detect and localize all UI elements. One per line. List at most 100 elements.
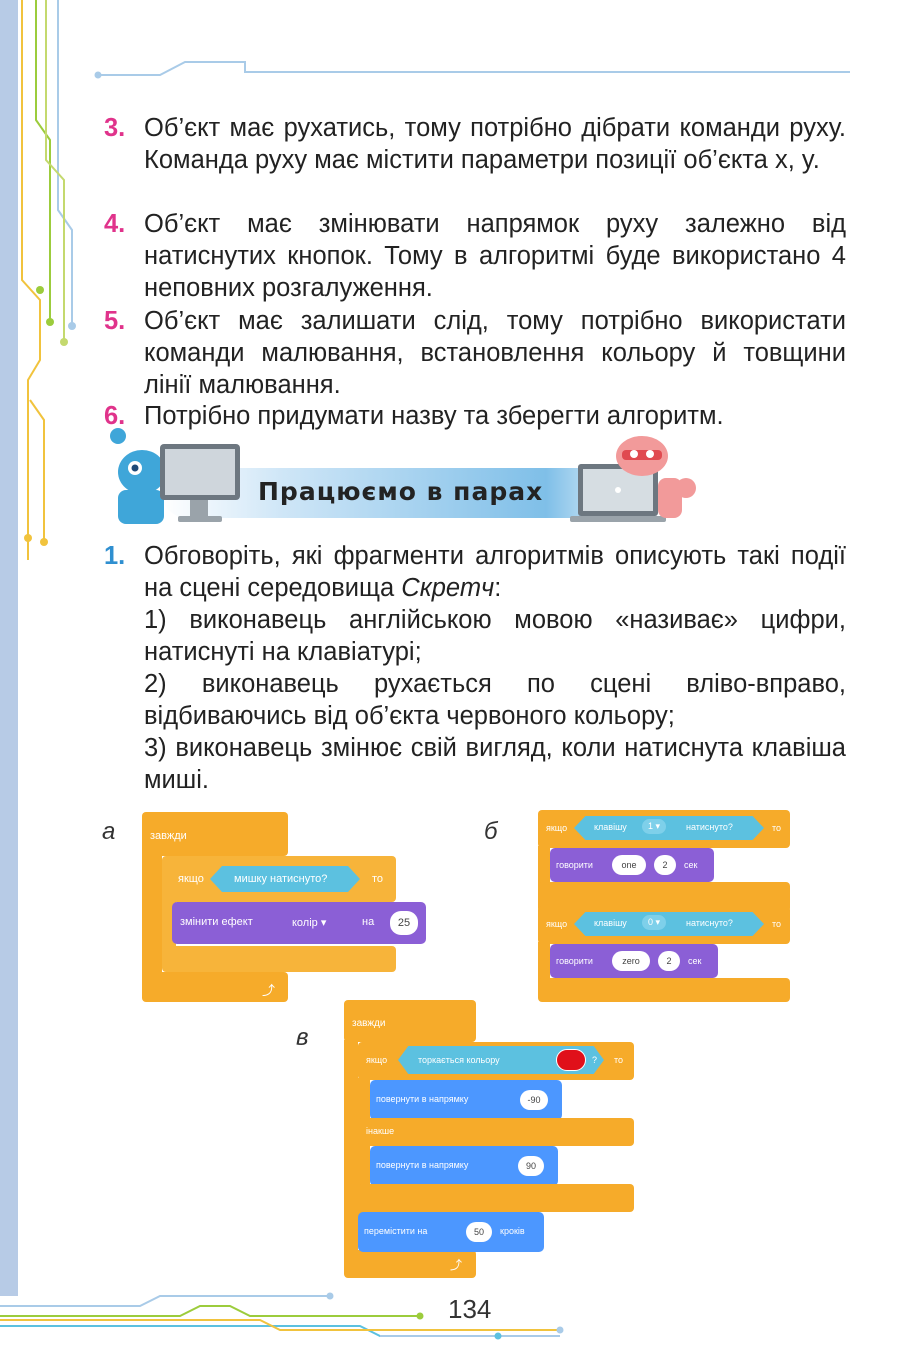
key-pressed-condition: клавішу 1 ▾ натиснуто? bbox=[574, 816, 764, 840]
question-mark: ? bbox=[592, 1055, 598, 1065]
if-label: якщо bbox=[546, 919, 568, 929]
script-label-b: б bbox=[484, 818, 498, 845]
task-6: 6. Потрібно придумати назву та зберегти … bbox=[104, 400, 846, 432]
else-block: інакше bbox=[358, 1118, 634, 1146]
say-secs: 2 bbox=[658, 951, 680, 971]
task-number: 5. bbox=[104, 307, 126, 335]
pair-work-banner bbox=[110, 428, 696, 524]
say-secs: 2 bbox=[654, 855, 676, 875]
say-block-2: говорити zero 2 сек bbox=[550, 944, 718, 978]
change-effect-block: змінити ефект колір ▾ на 25 bbox=[172, 902, 426, 944]
if-key-block-1: якщо клавішу 1 ▾ натиснуто? то bbox=[538, 810, 790, 848]
task-4: 4. Об’єкт має змінювати напрямок руху за… bbox=[104, 208, 846, 304]
turn-label: повернути в напрямку bbox=[376, 1160, 469, 1170]
key-label: клавішу bbox=[594, 918, 627, 928]
sub-item-2: 2) виконавець рухається по сцені вліво-в… bbox=[144, 670, 846, 730]
sub-item-3: 3) виконавець змінює свій вигляд, коли н… bbox=[144, 734, 846, 794]
effect-dropdown: колір ▾ bbox=[292, 917, 327, 929]
if-bottom-2 bbox=[538, 978, 790, 1002]
if-else-side bbox=[358, 1078, 370, 1218]
if-label: якщо bbox=[546, 823, 568, 833]
intro-italic: Скретч bbox=[401, 574, 495, 602]
by-label: на bbox=[362, 916, 375, 928]
forever-side bbox=[142, 850, 162, 990]
forever-side bbox=[344, 1040, 358, 1260]
change-effect-label: змінити ефект bbox=[180, 916, 253, 928]
task-number: 1. bbox=[104, 542, 126, 570]
sub-item-1: 1) виконавець англійською мовою «називає… bbox=[144, 606, 846, 666]
steps-label: кроків bbox=[500, 1226, 525, 1236]
page-number: 134 bbox=[448, 1294, 492, 1324]
pressed-label: натиснуто? bbox=[686, 918, 733, 928]
if-bottom bbox=[162, 946, 396, 972]
key-dropdown: 0 ▾ bbox=[642, 915, 667, 930]
if-label: якщо bbox=[366, 1055, 388, 1065]
intro-colon: : bbox=[494, 574, 502, 602]
key-label: клавішу bbox=[594, 822, 627, 832]
if-side-2 bbox=[538, 942, 550, 982]
move-value: 50 bbox=[466, 1222, 492, 1242]
task-number: 3. bbox=[104, 114, 126, 142]
then-label: то bbox=[372, 873, 384, 885]
if-block: якщо мишку натиснуто? то bbox=[162, 856, 396, 902]
if-else-block: якщо торкається кольору ? то bbox=[358, 1042, 634, 1080]
forever-bottom: ⤴ bbox=[142, 972, 288, 1002]
color-swatch bbox=[556, 1049, 586, 1071]
say-label: говорити bbox=[556, 956, 593, 966]
intro-text: Обговоріть, які фрагменти алгоритмів опи… bbox=[144, 542, 846, 602]
task-text: Об’єкт має змінювати напрямок руху залеж… bbox=[144, 210, 846, 302]
touch-label: торкається кольору bbox=[418, 1055, 500, 1065]
loop-arrow-icon: ⤴ bbox=[262, 983, 276, 998]
move-label: перемістити на bbox=[364, 1226, 428, 1236]
turn-block-2: повернути в напрямку 90 bbox=[370, 1146, 558, 1186]
turn-label: повернути в напрямку bbox=[376, 1094, 469, 1104]
banner-title: Працюємо в парах bbox=[258, 477, 544, 506]
say-block-1: говорити one 2 сек bbox=[550, 848, 714, 882]
forever-block: завжди bbox=[344, 1000, 476, 1042]
loop-arrow-icon: ⤴ bbox=[450, 1258, 463, 1272]
condition-label: мишку натиснуто? bbox=[234, 873, 328, 885]
pair-task-1: 1. Обговоріть, які фрагменти алгоритмів … bbox=[104, 540, 846, 796]
left-margin-bar bbox=[0, 0, 18, 1296]
if-label: якщо bbox=[178, 873, 204, 885]
say-word: zero bbox=[612, 951, 650, 971]
if-else-bottom bbox=[358, 1184, 634, 1212]
sec-label: сек bbox=[688, 956, 702, 966]
then-label: то bbox=[772, 919, 782, 929]
say-word: one bbox=[612, 855, 646, 875]
mouse-down-condition: мишку натиснуто? bbox=[210, 866, 360, 892]
move-block: перемістити на 50 кроків bbox=[358, 1212, 544, 1252]
say-label: говорити bbox=[556, 860, 593, 870]
task-5: 5. Об’єкт має залишати слід, тому потріб… bbox=[104, 305, 846, 401]
if-key-block-2: якщо клавішу 0 ▾ натиснуто? то bbox=[538, 906, 790, 944]
turn-value: 90 bbox=[518, 1156, 544, 1176]
sec-label: сек bbox=[684, 860, 698, 870]
script-label-a: а bbox=[102, 818, 116, 845]
forever-label: завжди bbox=[352, 1018, 386, 1029]
laptop-icon bbox=[570, 464, 666, 522]
forever-block: завжди bbox=[142, 812, 288, 856]
key-dropdown: 1 ▾ bbox=[642, 819, 667, 834]
forever-label: завжди bbox=[150, 830, 187, 842]
task-number: 6. bbox=[104, 402, 126, 430]
key-pressed-condition: клавішу 0 ▾ натиснуто? bbox=[574, 912, 764, 936]
task-text: Потрібно придумати назву та зберегти алг… bbox=[144, 402, 724, 430]
turn-value: -90 bbox=[520, 1090, 548, 1110]
touching-color-condition: торкається кольору ? bbox=[398, 1046, 604, 1074]
monitor-icon bbox=[160, 444, 240, 522]
pressed-label: натиснуто? bbox=[686, 822, 733, 832]
then-label: то bbox=[772, 823, 782, 833]
effect-value: 25 bbox=[390, 911, 418, 935]
then-label: то bbox=[614, 1055, 624, 1065]
robot-right-icon bbox=[616, 436, 696, 518]
task-intro: Обговоріть, які фрагменти алгоритмів опи… bbox=[144, 540, 846, 604]
turn-block-1: повернути в напрямку -90 bbox=[370, 1080, 562, 1120]
task-text: Об’єкт має рухатись, тому потрібно дібра… bbox=[144, 114, 846, 174]
task-text: Об’єкт має залишати слід, тому потрібно … bbox=[144, 307, 846, 399]
robot-left-icon bbox=[110, 428, 166, 524]
task-number: 4. bbox=[104, 210, 126, 238]
forever-bottom: ⤴ bbox=[344, 1250, 476, 1278]
script-label-v: в bbox=[296, 1024, 309, 1051]
task-3: 3. Об’єкт має рухатись, тому потрібно ді… bbox=[104, 112, 846, 176]
